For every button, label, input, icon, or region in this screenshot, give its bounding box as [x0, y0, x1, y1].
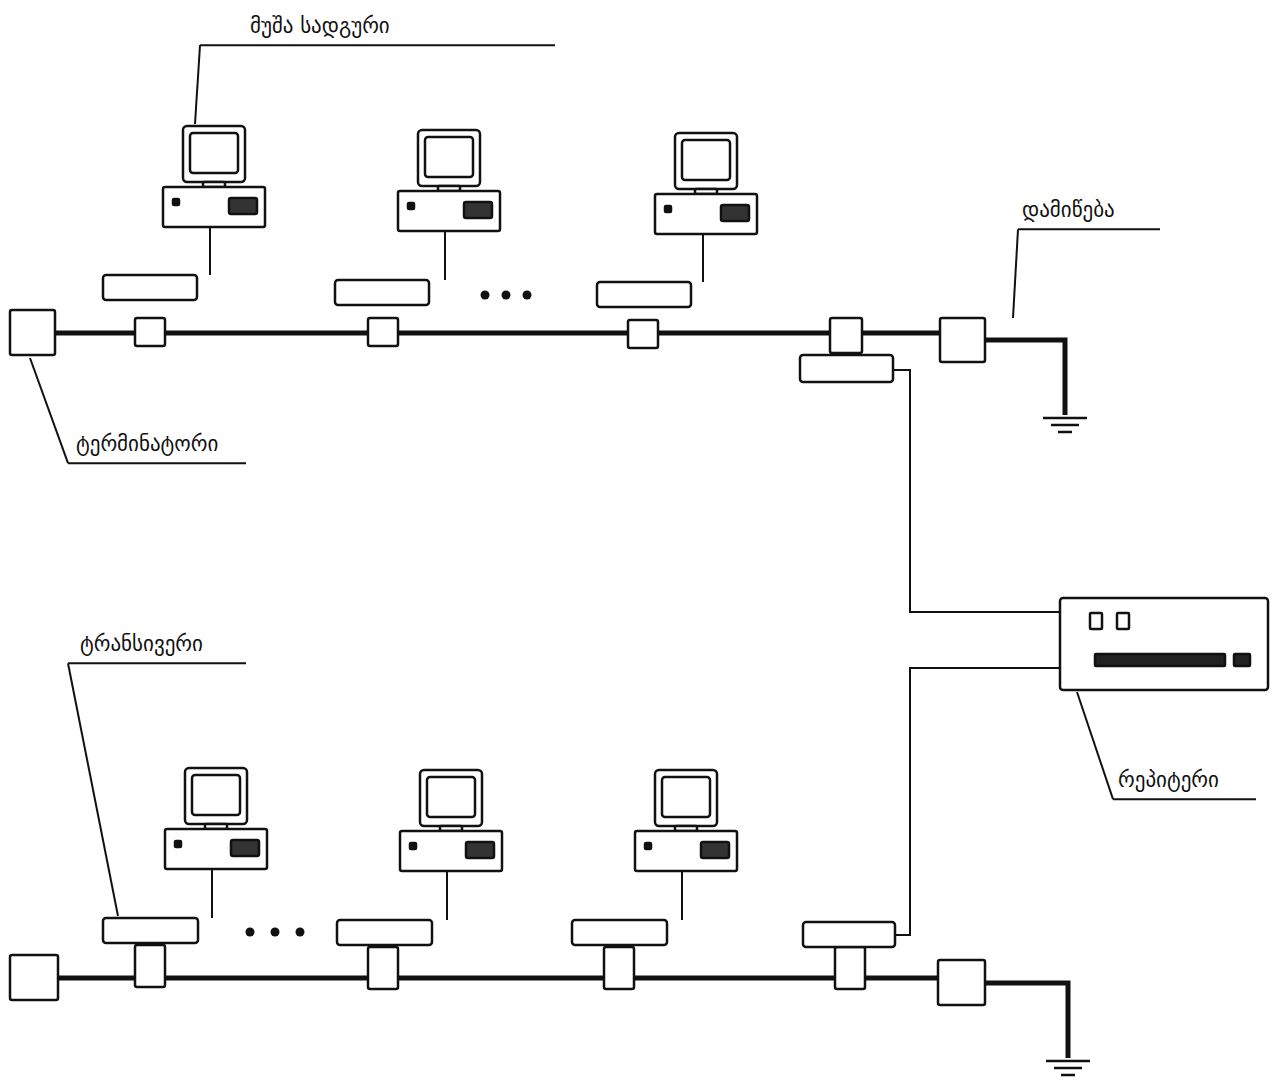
leader-line	[30, 358, 68, 463]
t-connector	[135, 318, 165, 346]
disk-drive	[721, 205, 749, 221]
power-led	[410, 843, 416, 849]
monitor	[185, 768, 247, 824]
system-unit	[163, 187, 265, 227]
ellipsis-dot	[271, 928, 280, 937]
drop-cable	[446, 871, 448, 920]
ground-symbol	[1054, 1067, 1082, 1070]
ground-symbol	[1043, 417, 1087, 420]
t-connector	[368, 318, 398, 346]
t-connector	[830, 318, 862, 353]
ground-wire	[985, 983, 1068, 1058]
t-connector	[135, 945, 165, 987]
repeater-port	[1090, 613, 1102, 629]
leader-line	[1113, 798, 1256, 800]
repeater	[1060, 598, 1268, 690]
repeater-panel	[1095, 654, 1225, 666]
ellipsis-dot	[481, 291, 490, 300]
ellipsis-dot	[502, 291, 511, 300]
monitor	[655, 770, 717, 826]
power-led	[645, 843, 651, 849]
disk-drive	[701, 842, 729, 858]
leader-line	[68, 462, 246, 464]
system-unit	[655, 194, 757, 234]
callout-label: ტრანსივერი	[80, 632, 203, 657]
monitor	[675, 133, 737, 189]
system-unit	[165, 829, 267, 869]
disk-drive	[466, 842, 494, 858]
screen	[192, 775, 240, 815]
disk-drive	[229, 198, 257, 214]
screen	[682, 140, 730, 180]
transceiver	[337, 920, 432, 945]
callout-label: მუშა სადგური	[250, 14, 390, 39]
power-led	[408, 203, 414, 209]
repeater-cable	[893, 370, 1060, 612]
drop-cable	[211, 869, 213, 918]
system-unit	[635, 831, 737, 871]
transceiver	[597, 282, 691, 307]
t-connector	[835, 947, 865, 989]
ellipsis-dot	[296, 928, 305, 937]
system-unit	[398, 191, 500, 231]
disk-drive	[231, 840, 259, 856]
leader-line	[68, 663, 118, 916]
repeater-port	[1117, 613, 1129, 629]
callout-label: ტერმინატორი	[76, 432, 218, 457]
drop-cable	[681, 871, 683, 920]
ground-connector	[938, 960, 985, 1005]
t-connector	[604, 947, 634, 989]
disk-drive	[464, 202, 492, 218]
transceiver	[103, 275, 197, 300]
t-connector	[628, 320, 658, 348]
transceiver	[803, 922, 895, 947]
drop-cable	[444, 231, 446, 280]
power-led	[173, 199, 179, 205]
drop-cable	[702, 234, 704, 282]
ground-symbol	[1051, 424, 1079, 427]
ground-symbol	[1061, 1074, 1075, 1077]
ground-connector	[940, 318, 985, 362]
ground-symbol	[1058, 431, 1072, 434]
t-connector	[368, 947, 398, 989]
ellipsis-dot	[523, 291, 532, 300]
drop-cable	[209, 227, 211, 275]
ground-symbol	[1046, 1060, 1090, 1063]
repeater-panel	[1234, 654, 1250, 666]
leader-line	[195, 45, 200, 124]
system-unit	[400, 831, 502, 871]
terminator	[10, 310, 55, 355]
repeater-cable	[893, 668, 1060, 935]
leader-line	[200, 44, 555, 46]
transceiver	[572, 920, 667, 945]
transceiver	[335, 280, 429, 305]
screen	[427, 777, 475, 817]
leader-line	[1077, 692, 1113, 799]
leader-line	[1018, 228, 1160, 230]
coax-bus	[58, 976, 938, 981]
screen	[662, 777, 710, 817]
transceiver	[800, 355, 893, 382]
callout-label: დამიწება	[1022, 198, 1115, 223]
leader-line	[68, 662, 246, 664]
monitor	[420, 770, 482, 826]
screen	[425, 137, 473, 177]
power-led	[175, 841, 181, 847]
coax-bus	[55, 331, 940, 336]
leader-line	[1013, 229, 1018, 318]
monitor	[418, 130, 480, 186]
ground-wire	[985, 340, 1065, 415]
terminator	[10, 955, 58, 1000]
callout-label: რეპიტერი	[1118, 768, 1219, 793]
ellipsis-dot	[246, 928, 255, 937]
monitor	[183, 126, 245, 182]
power-led	[665, 206, 671, 212]
transceiver	[103, 918, 198, 943]
screen	[190, 133, 238, 173]
